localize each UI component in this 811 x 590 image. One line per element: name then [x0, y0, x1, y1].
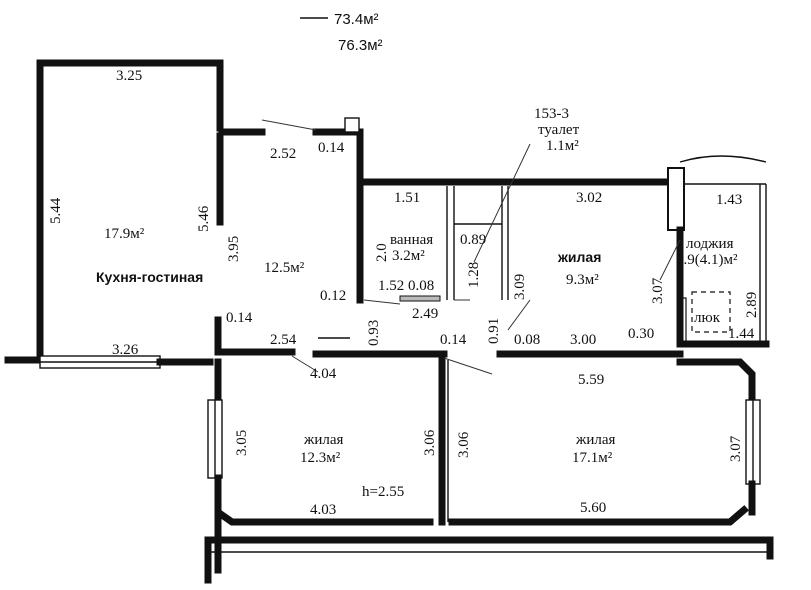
- hall-area: 12.5м²: [264, 260, 305, 276]
- bedroom-right-floor-wall: [448, 505, 749, 526]
- dim-label: 5.44: [48, 197, 64, 224]
- bath-area: 3.2м²: [392, 248, 425, 264]
- vent-shaft: [344, 117, 360, 133]
- loggia-label: лоджия: [686, 236, 734, 252]
- dim-label: 4.04: [310, 366, 337, 382]
- toilet-area: 1.1м²: [546, 138, 579, 154]
- dim-label: 0.08: [514, 332, 540, 348]
- ceiling-height: h=2.55: [362, 484, 404, 500]
- living-small-label: жилая: [557, 249, 601, 265]
- dim-label: 1.44: [728, 326, 755, 342]
- dim-label: 2.0: [374, 243, 390, 262]
- kitchen-area: 17.9м²: [104, 226, 145, 242]
- dim-label: 3.95: [226, 236, 242, 262]
- bedroom-left-floor-wall: [217, 510, 434, 526]
- dim-label: 0.12: [320, 288, 346, 304]
- dim-label: 3.25: [116, 68, 142, 84]
- dim-label: 2.52: [270, 146, 296, 162]
- dim-label: 0.30: [628, 326, 654, 342]
- dim-label: 1.52: [378, 278, 404, 294]
- hatch-label: люк: [694, 310, 721, 326]
- bath-threshold: [399, 295, 441, 302]
- dim-label: 3.26: [112, 342, 139, 358]
- dim-label: 0.93: [366, 320, 382, 346]
- dim-label: 3.05: [234, 430, 250, 456]
- walls: [4, 17, 774, 584]
- toilet-leader-line: [473, 143, 531, 263]
- dim-label: 5.60: [580, 500, 606, 516]
- dim-label: 3.09: [512, 274, 528, 300]
- living-left-label: жилая: [303, 432, 344, 448]
- dim-label: 2.54: [270, 332, 297, 348]
- dim-label: 3.06: [456, 431, 472, 458]
- dim-label: 3.07: [650, 277, 666, 304]
- dim-label: 3.07: [728, 435, 744, 462]
- door-swing-living-small: [507, 299, 531, 331]
- living-left-area: 12.3м²: [300, 450, 341, 466]
- hatch-outline: [691, 291, 731, 333]
- living-small-area: 9.3м²: [566, 272, 599, 288]
- living-right-label: жилая: [575, 432, 616, 448]
- dim-label: 2.89: [744, 292, 760, 318]
- living-area-total: 73.4м²: [334, 11, 379, 28]
- dim-label: 5.59: [578, 372, 604, 388]
- dim-label: 1.51: [394, 190, 420, 206]
- dim-label: 0.91: [486, 318, 502, 344]
- dim-label: 0.14: [226, 310, 253, 326]
- dim-label: 3.06: [422, 429, 438, 456]
- dim-label: 0.14: [440, 332, 467, 348]
- dim-label: 0.89: [460, 232, 486, 248]
- loggia-area: 2.9(4.1)м²: [676, 252, 738, 268]
- dim-label: 3.00: [570, 332, 596, 348]
- dim-label: 5.46: [196, 205, 212, 232]
- dim-label: 0.14: [318, 140, 345, 156]
- dim-label: 3.02: [576, 190, 602, 206]
- toilet-code: 153-3: [534, 106, 569, 122]
- dim-label: 1.43: [716, 192, 742, 208]
- living-right-area: 17.1м²: [572, 450, 613, 466]
- toilet-label: туалет: [538, 122, 580, 138]
- loggia-leader-line: [659, 239, 681, 281]
- kitchen-label: Кухня-гостиная: [96, 269, 203, 285]
- loggia-rail: [679, 155, 767, 163]
- bath-label: ванная: [390, 232, 433, 248]
- door-swing-bedroom-right: [443, 357, 493, 375]
- dim-label: 1.28: [466, 262, 482, 288]
- bedroom-right-top-wall: [676, 358, 756, 404]
- door-swing-kitchen: [261, 119, 317, 131]
- door-swing-bedroom-left: [291, 355, 319, 373]
- loggia-pillar: [667, 167, 685, 231]
- total-area: 76.3м²: [338, 37, 383, 54]
- dim-label: 4.03: [310, 502, 336, 518]
- dim-label: 2.49: [412, 306, 438, 322]
- dim-label: 0.08: [408, 278, 434, 294]
- kitchen-outer-wall: [36, 59, 224, 362]
- door-swing-bath: [363, 299, 401, 305]
